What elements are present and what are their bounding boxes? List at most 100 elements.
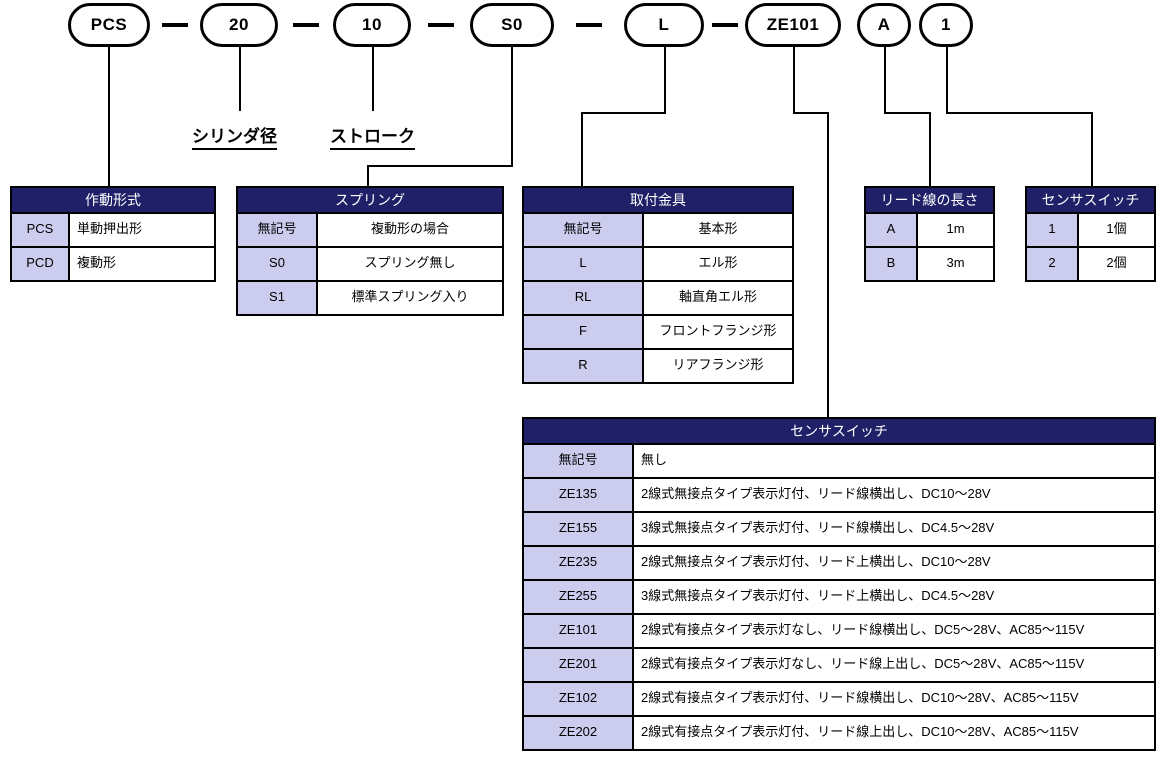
row-code: F: [524, 316, 644, 348]
row-description: リアフランジ形: [644, 350, 792, 382]
row-description: 1m: [918, 214, 993, 246]
row-description: 3線式無接点タイプ表示灯付、リード上横出し、DC4.5〜28V: [634, 581, 1154, 613]
row-code: 1: [1027, 214, 1079, 246]
table-row: 無記号基本形: [524, 214, 792, 248]
connector-bore-vert: [239, 47, 241, 111]
row-code: ZE255: [524, 581, 634, 613]
model-code-segment-l[interactable]: L: [624, 3, 704, 47]
row-code: S1: [238, 282, 318, 314]
row-code: RL: [524, 282, 644, 314]
model-code-segment-ze101[interactable]: ZE101: [745, 3, 841, 47]
row-code: ZE202: [524, 717, 634, 749]
connector-spring-horz: [367, 165, 513, 167]
row-code: PCS: [12, 214, 70, 246]
row-code: PCD: [12, 248, 70, 280]
row-code: R: [524, 350, 644, 382]
row-description: 2線式無接点タイプ表示灯付、リード線横出し、DC10〜28V: [634, 479, 1154, 511]
row-code: B: [866, 248, 918, 280]
connector-stroke-vert: [372, 47, 374, 111]
model-code-segment-a[interactable]: A: [857, 3, 911, 47]
connector-lead-vert1: [884, 47, 886, 113]
model-code-separator: [576, 23, 602, 27]
table-title: スプリング: [238, 188, 502, 214]
row-description: 2線式無接点タイプ表示灯付、リード上横出し、DC10〜28V: [634, 547, 1154, 579]
row-description: 単動押出形: [70, 214, 214, 246]
row-code: A: [866, 214, 918, 246]
table-title: 作動形式: [12, 188, 214, 214]
connector-pcs-vert: [108, 47, 110, 186]
model-code-segment-10[interactable]: 10: [333, 3, 411, 47]
row-description: 2線式有接点タイプ表示灯なし、リード線横出し、DC5〜28V、AC85〜115V: [634, 615, 1154, 647]
caption-stroke: ストローク: [330, 122, 415, 150]
model-code-segment-20[interactable]: 20: [200, 3, 278, 47]
row-code: ZE102: [524, 683, 634, 715]
row-description: フロントフランジ形: [644, 316, 792, 348]
table-row: 無記号複動形の場合: [238, 214, 502, 248]
row-code: ZE155: [524, 513, 634, 545]
row-code: L: [524, 248, 644, 280]
model-code-segment-s0[interactable]: S0: [470, 3, 554, 47]
connector-qty-horz: [946, 112, 1093, 114]
caption-cylinder-bore: シリンダ径: [192, 122, 277, 150]
table-title: センサスイッチ: [1027, 188, 1154, 214]
row-code: 無記号: [524, 214, 644, 246]
row-code: S0: [238, 248, 318, 280]
row-description: スプリング無し: [318, 248, 502, 280]
connector-qty-vert1: [946, 47, 948, 113]
connector-bracket-vert2: [581, 112, 583, 186]
row-description: 2線式有接点タイプ表示灯付、リード線横出し、DC10〜28V、AC85〜115V: [634, 683, 1154, 715]
connector-qty-vert2: [1091, 112, 1093, 186]
model-code-segment-1[interactable]: 1: [919, 3, 973, 47]
row-description: 3線式無接点タイプ表示灯付、リード線横出し、DC4.5〜28V: [634, 513, 1154, 545]
row-code: ZE135: [524, 479, 634, 511]
row-description: 無し: [634, 445, 1154, 477]
row-description: 2個: [1079, 248, 1154, 280]
connector-spring-vert1: [511, 47, 513, 166]
row-code: 無記号: [524, 445, 634, 477]
connector-sensor-horz: [793, 112, 829, 114]
model-code-segment-pcs[interactable]: PCS: [68, 3, 150, 47]
connector-spring-vert2: [367, 165, 369, 186]
row-description: 3m: [918, 248, 993, 280]
connector-sensor-vert1: [793, 47, 795, 113]
row-description: エル形: [644, 248, 792, 280]
row-description: 2線式有接点タイプ表示灯なし、リード線上出し、DC5〜28V、AC85〜115V: [634, 649, 1154, 681]
row-code: ZE235: [524, 547, 634, 579]
model-code-separator: [162, 23, 188, 27]
row-description: 軸直角エル形: [644, 282, 792, 314]
row-description: 複動形: [70, 248, 214, 280]
table-title: センサスイッチ: [524, 419, 1154, 445]
row-code: 2: [1027, 248, 1079, 280]
table-row: 無記号無し: [524, 445, 1154, 479]
row-description: 2線式有接点タイプ表示灯付、リード線上出し、DC10〜28V、AC85〜115V: [634, 717, 1154, 749]
connector-bracket-vert1: [664, 47, 666, 113]
row-description: 1個: [1079, 214, 1154, 246]
table-title: 取付金具: [524, 188, 792, 214]
model-code-separator: [427, 23, 454, 27]
model-code-separator: [292, 23, 319, 27]
row-description: 複動形の場合: [318, 214, 502, 246]
row-code: 無記号: [238, 214, 318, 246]
connector-lead-horz: [884, 112, 931, 114]
row-code: ZE101: [524, 615, 634, 647]
